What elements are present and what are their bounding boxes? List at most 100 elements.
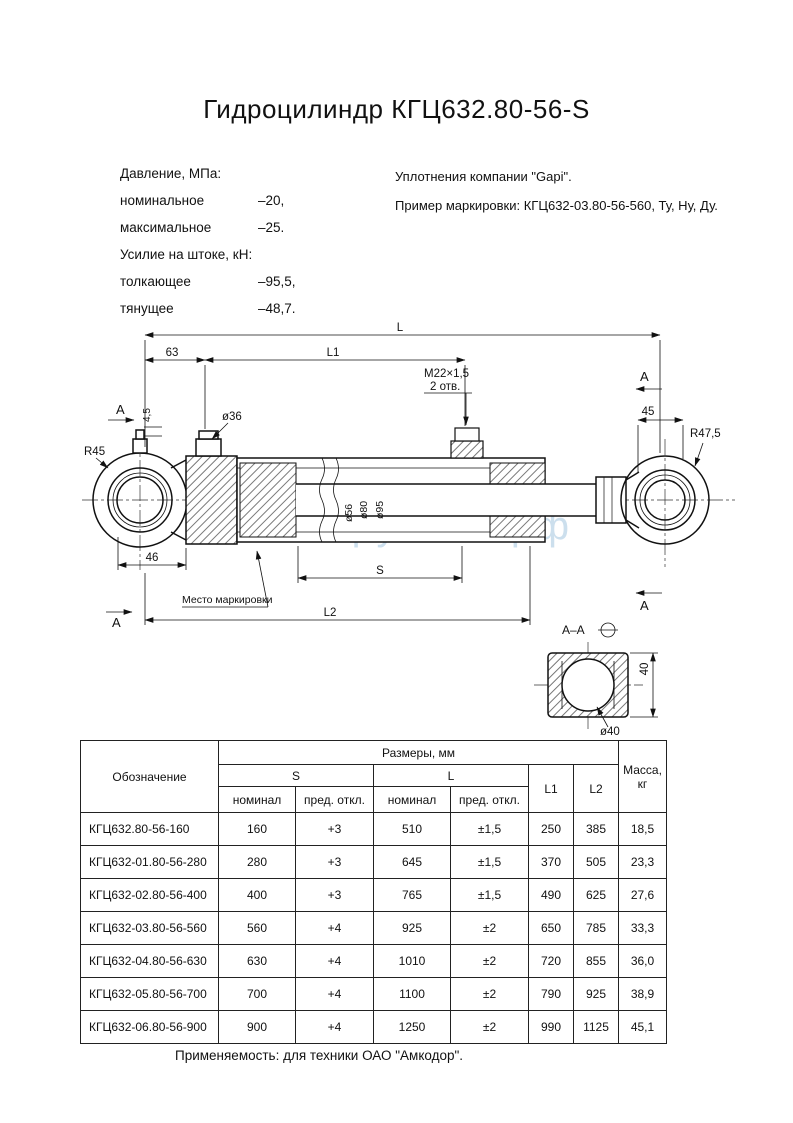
marking-place-label: Место маркировки (182, 594, 273, 606)
designation-cell: КГЦ632-06.80-56-900 (80, 1010, 219, 1044)
value-cell: 990 (528, 1010, 574, 1044)
break-lines (319, 457, 339, 543)
radius-r45-label: R45 (84, 446, 105, 458)
value-cell: 645 (373, 845, 451, 879)
dia-80-label: ø80 (358, 501, 370, 519)
radius-r47-label: R47,5 (690, 428, 721, 440)
pressure-max-label: максимальное (120, 220, 212, 235)
value-cell: 160 (218, 812, 296, 846)
dia-36-label: ø36 (222, 411, 242, 423)
value-cell: 23,3 (618, 845, 667, 879)
value-cell: 855 (573, 944, 619, 978)
rod-outline (296, 483, 612, 517)
col-l-deviation-header: пред. откл. (450, 786, 529, 813)
value-cell: +4 (295, 911, 374, 945)
designation-cell: КГЦ632.80-56-160 (80, 812, 219, 846)
value-cell: 925 (573, 977, 619, 1011)
col-s-nominal-header: номинал (218, 786, 296, 813)
value-cell: ±2 (450, 911, 529, 945)
value-cell: +3 (295, 845, 374, 879)
pressure-max-value: –25. (258, 220, 285, 235)
section-a-label-bottom-left: А (112, 615, 121, 630)
mass-unit-label: кг (637, 776, 648, 791)
value-cell: +3 (295, 812, 374, 846)
value-cell: ±2 (450, 944, 529, 978)
holes-count-label: 2 отв. (430, 381, 460, 393)
designation-cell: КГЦ632-04.80-56-630 (80, 944, 219, 978)
col-l-nominal-header: номинал (373, 786, 451, 813)
value-cell: 280 (218, 845, 296, 879)
value-cell: 400 (218, 878, 296, 912)
value-cell: +4 (295, 944, 374, 978)
value-cell: 45,1 (618, 1010, 667, 1044)
section-a-label-top-left: А (116, 402, 125, 417)
value-cell: 700 (218, 977, 296, 1011)
value-cell: 1125 (573, 1010, 619, 1044)
value-cell: 33,3 (618, 911, 667, 945)
force-pull-label: тянущее (120, 301, 174, 316)
dimension-labels: L 63 L1 M22×1,5 2 отв. А 45 R47,5 R45 ø3… (84, 322, 721, 738)
col-sizes-header: Размеры, мм (218, 740, 619, 765)
notes-block: Уплотнения компании "Gapi". Пример марки… (395, 162, 745, 220)
force-push-value: –95,5, (258, 274, 296, 289)
force-push-label: толкающее (120, 274, 191, 289)
thread-label: M22×1,5 (424, 368, 469, 380)
value-cell: ±2 (450, 1010, 529, 1044)
value-cell: 625 (573, 878, 619, 912)
seals-note: Уплотнения компании "Gapi". (395, 169, 572, 184)
value-cell: ±1,5 (450, 878, 529, 912)
rod-end-eye (595, 455, 710, 545)
dim-40-label: 40 (639, 663, 651, 676)
designation-cell: КГЦ632-02.80-56-400 (80, 878, 219, 912)
designation-cell: КГЦ632-03.80-56-560 (80, 911, 219, 945)
value-cell: 250 (528, 812, 574, 846)
value-cell: 630 (218, 944, 296, 978)
col-l-header: L (373, 764, 529, 787)
value-cell: +4 (295, 1010, 374, 1044)
value-cell: ±1,5 (450, 845, 529, 879)
pressure-nominal-label: номинальное (120, 193, 205, 208)
marking-example-note: Пример маркировки: КГЦ632-03.80-56-560, … (395, 198, 718, 213)
value-cell: 510 (373, 812, 451, 846)
dim-63-label: 63 (166, 347, 179, 359)
dim-l2-label: L2 (324, 607, 337, 619)
dim-45-label: 45 (642, 406, 655, 418)
value-cell: ±2 (450, 977, 529, 1011)
col-s-deviation-header: пред. откл. (295, 786, 374, 813)
dia-95-label: ø95 (374, 501, 386, 519)
mass-label: Масса, (623, 762, 662, 777)
value-cell: 36,0 (618, 944, 667, 978)
force-pull-value: –48,7. (258, 301, 296, 316)
value-cell: 505 (573, 845, 619, 879)
specs-block: Давление, МПа: номинальное –20, максимал… (120, 160, 400, 322)
designation-cell: КГЦ632-01.80-56-280 (80, 845, 219, 879)
value-cell: +3 (295, 878, 374, 912)
dim-4-5-label: 4,5 (142, 408, 153, 422)
value-cell: 490 (528, 878, 574, 912)
value-cell: 765 (373, 878, 451, 912)
value-cell: 1100 (373, 977, 451, 1011)
designation-cell: КГЦ632-05.80-56-700 (80, 977, 219, 1011)
value-cell: 27,6 (618, 878, 667, 912)
section-a-label-top-right: А (640, 369, 649, 384)
col-l1-header: L1 (528, 764, 574, 813)
dia-56-label: ø56 (343, 504, 355, 522)
value-cell: +4 (295, 977, 374, 1011)
port-fitting (450, 427, 484, 459)
applicability-note: Применяемость: для техники ОАО "Амкодор"… (175, 1048, 464, 1063)
value-cell: 385 (573, 812, 619, 846)
dimension-lines (95, 332, 704, 728)
dim-s-label: S (376, 565, 384, 577)
value-cell: 560 (218, 911, 296, 945)
dim-46-label: 46 (146, 552, 159, 564)
force-label: Усилие на штоке, кН: (120, 247, 253, 262)
value-cell: 720 (528, 944, 574, 978)
value-cell: 925 (373, 911, 451, 945)
value-cell: 790 (528, 977, 574, 1011)
